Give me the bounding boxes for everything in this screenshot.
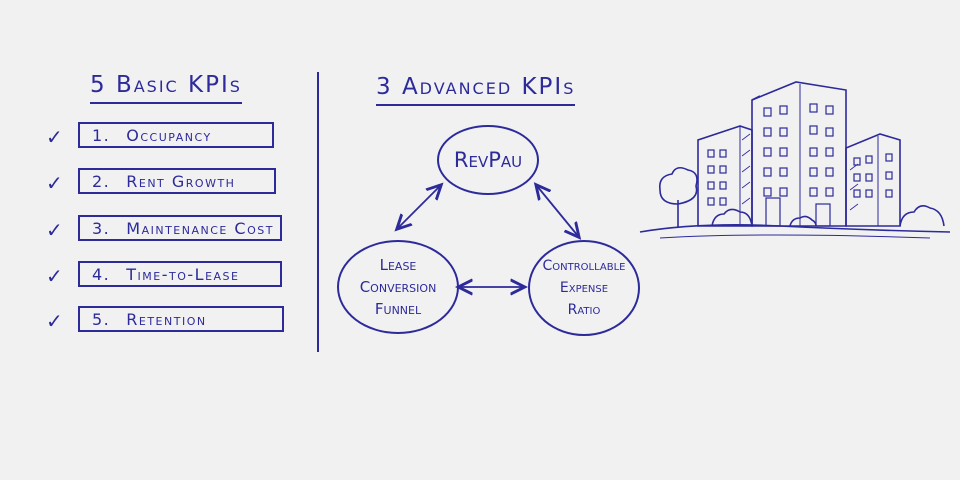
kpi-box: 5. Retention — [78, 306, 284, 332]
kpi-row: ✓ 3. Maintenance Cost — [46, 215, 282, 245]
kpi-label: Occupancy — [126, 125, 212, 145]
node-controllable-expense-ratio: Controllable Expense Ratio — [528, 240, 640, 336]
basic-kpis-title: 5 Basic KPIs — [90, 72, 242, 98]
node-label-line: Funnel — [374, 300, 422, 318]
node-label-line: Expense — [559, 280, 609, 296]
checkmark-icon: ✓ — [46, 264, 63, 288]
kpi-box: 2. Rent Growth — [78, 168, 276, 194]
checkmark-icon: ✓ — [46, 218, 63, 242]
double-arrow-icon — [398, 186, 440, 228]
node-label-line: Controllable — [542, 258, 626, 274]
advanced-kpis-heading: 3 Advanced KPIs — [376, 74, 576, 106]
advanced-kpis-title: 3 Advanced KPIs — [376, 74, 576, 100]
kpi-row: ✓ 4. Time-to-Lease — [46, 261, 282, 291]
kpi-label: Time-to-Lease — [126, 264, 240, 284]
checkmark-icon: ✓ — [46, 309, 63, 333]
node-label-line: Conversion — [359, 278, 437, 296]
kpi-row: ✓ 1. Occupancy — [46, 122, 274, 152]
kpi-label: Retention — [126, 309, 207, 329]
heading-underline — [90, 102, 242, 104]
node-label-line: Ratio — [567, 302, 601, 318]
node-revpau: RevPau — [437, 125, 539, 195]
kpi-number: 1. — [92, 125, 111, 145]
checkmark-icon: ✓ — [46, 171, 63, 195]
column-divider — [317, 72, 319, 352]
kpi-number: 4. — [92, 264, 111, 284]
basic-kpis-heading: 5 Basic KPIs — [90, 72, 242, 104]
kpi-number: 3. — [92, 218, 111, 238]
double-arrow-icon — [537, 186, 578, 236]
node-label-line: Lease — [379, 256, 417, 274]
node-label: RevPau — [453, 148, 523, 172]
kpi-label: Rent Growth — [126, 171, 236, 191]
kpi-box: 1. Occupancy — [78, 122, 274, 148]
kpi-row: ✓ 5. Retention — [46, 306, 284, 336]
kpi-label: Maintenance Cost — [126, 218, 274, 238]
apartment-buildings-icon — [639, 81, 951, 239]
kpi-box: 4. Time-to-Lease — [78, 261, 282, 287]
heading-underline — [376, 104, 576, 106]
kpi-box: 3. Maintenance Cost — [78, 215, 282, 241]
kpi-number: 5. — [92, 309, 111, 329]
checkmark-icon: ✓ — [46, 125, 63, 149]
kpi-number: 2. — [92, 171, 111, 191]
kpi-row: ✓ 2. Rent Growth — [46, 168, 276, 198]
